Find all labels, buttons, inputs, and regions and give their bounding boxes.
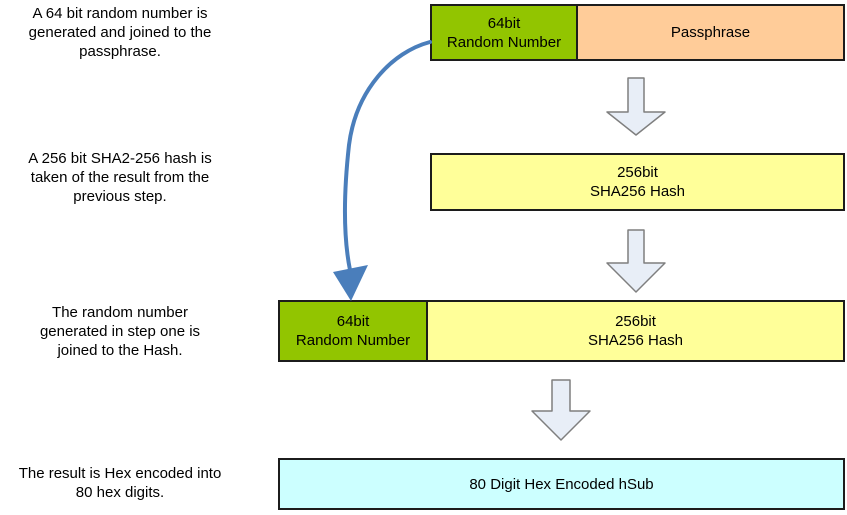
down-arrow-2-icon bbox=[606, 229, 666, 293]
caption-step-4: The result is Hex encoded into 80 hex di… bbox=[18, 465, 222, 501]
caption-step-1: A 64 bit random number is generated and … bbox=[28, 5, 212, 60]
caption-step-2: A 256 bit SHA2-256 hash is taken of the … bbox=[28, 150, 212, 205]
join-arrow-curve-icon bbox=[343, 40, 432, 272]
box-hsub-result: 80 Digit Hex Encoded hSub bbox=[278, 458, 845, 510]
box-random-number-1: 64bit Random Number bbox=[430, 4, 578, 61]
caption-step-3: The random number generated in step one … bbox=[39, 304, 201, 359]
box-passphrase: Passphrase bbox=[576, 4, 845, 61]
box-sha256-hash-2: 256bit SHA256 Hash bbox=[426, 300, 845, 362]
box-sha256-hash-1: 256bit SHA256 Hash bbox=[430, 153, 845, 211]
down-arrow-3-icon bbox=[531, 379, 591, 441]
join-arrow-head-icon bbox=[333, 265, 368, 301]
down-arrow-1-icon bbox=[606, 77, 666, 136]
box-random-number-2: 64bit Random Number bbox=[278, 300, 428, 362]
